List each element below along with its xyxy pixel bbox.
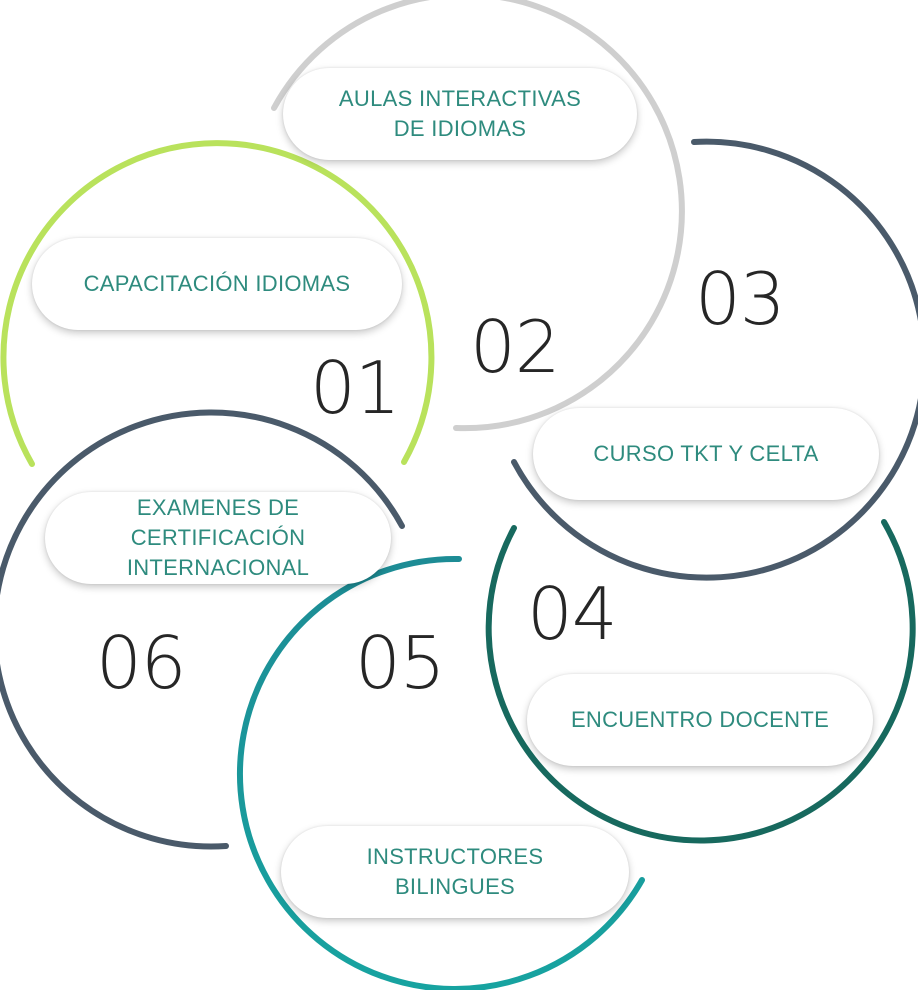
step-05-label: INSTRUCTORES BILINGUES [281, 826, 629, 918]
step-02-number: 02 [470, 305, 561, 389]
step-06-label: EXAMENES DE CERTIFICACIÓN INTERNACIONAL [45, 492, 391, 584]
step-01-label: CAPACITACIÓN IDIOMAS [32, 238, 402, 330]
step-05-number: 05 [355, 621, 446, 705]
step-04-number: 04 [527, 572, 618, 656]
ring-02 [271, 0, 685, 432]
ring-01 [0, 140, 435, 467]
ring-06 [0, 409, 405, 850]
ring-03 [511, 138, 918, 581]
step-03-label: CURSO TKT Y CELTA [533, 408, 879, 500]
step-06-number: 06 [96, 621, 187, 705]
step-01-number: 01 [310, 346, 401, 430]
step-04-label: ENCUENTRO DOCENTE [527, 674, 873, 766]
step-02-label: AULAS INTERACTIVAS DE IDIOMAS [283, 68, 637, 160]
ring-04 [485, 519, 916, 844]
ring-05 [236, 555, 645, 990]
step-03-number: 03 [695, 257, 786, 341]
